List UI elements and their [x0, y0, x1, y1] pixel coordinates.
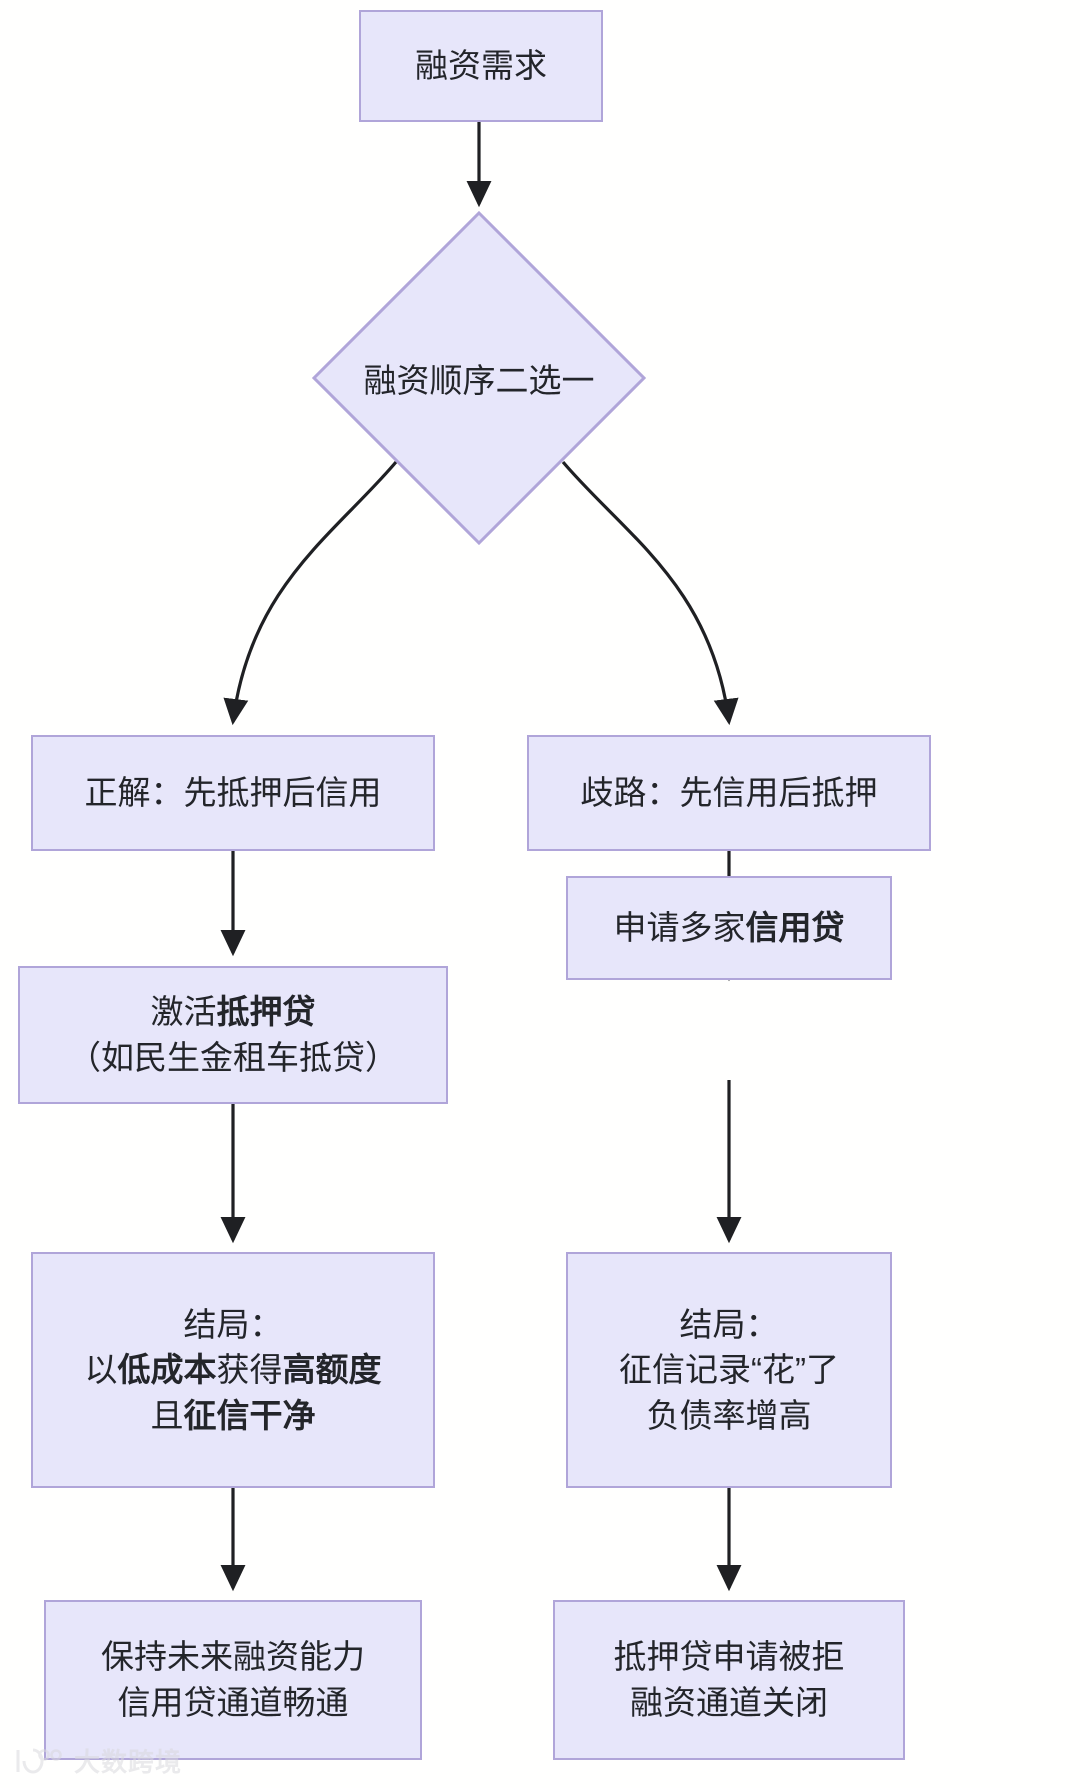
- node-left-3-line-2: 以低成本获得高额度: [85, 1347, 382, 1393]
- node-left-4-line-1: 保持未来融资能力: [101, 1638, 365, 1676]
- node-right-2[interactable]: 申请多家信用贷: [566, 876, 892, 980]
- node-left-3-line-2-a: 以: [84, 1351, 118, 1389]
- node-right-1[interactable]: 歧路：先信用后抵押: [527, 735, 931, 851]
- node-left-3-line-3-emphasis: 征信干净: [183, 1396, 316, 1434]
- watermark: 大数跨境: [14, 1742, 182, 1779]
- node-right-3-line-1: 结局：: [679, 1305, 779, 1343]
- node-left-3-line-1: 结局：: [183, 1305, 283, 1343]
- node-right-2-line-1-emphasis: 信用贷: [745, 909, 845, 947]
- node-start-label: 融资需求: [415, 47, 547, 85]
- node-decision-label-wrap: 融资顺序二选一: [312, 211, 646, 545]
- node-left-4[interactable]: 保持未来融资能力 信用贷通道畅通: [44, 1600, 422, 1760]
- node-left-2[interactable]: 激活抵押贷 （如民生金租车抵贷）: [18, 966, 448, 1104]
- node-left-4-line-2: 信用贷通道畅通: [117, 1684, 349, 1721]
- watermark-text: 大数跨境: [74, 1747, 183, 1777]
- node-left-2-line-1-prefix: 激活: [150, 993, 217, 1031]
- node-left-3-line-3-a: 且: [150, 1396, 184, 1434]
- node-right-4-line-1: 抵押贷申请被拒: [613, 1638, 845, 1676]
- node-left-2-line-1-emphasis: 抵押贷: [216, 993, 316, 1031]
- node-decision[interactable]: 融资顺序二选一: [312, 211, 646, 545]
- node-left-2-line-2: （如民生金租车抵贷）: [68, 1039, 398, 1076]
- node-start[interactable]: 融资需求: [359, 10, 603, 122]
- node-left-1[interactable]: 正解：先抵押后信用: [31, 735, 435, 851]
- brand-logo-icon: [16, 1748, 62, 1773]
- node-left-3-line-2-b: 获得: [216, 1351, 283, 1389]
- node-right-4-line-2: 融资通道关闭: [630, 1684, 828, 1721]
- node-right-3-line-3: 负债率增高: [646, 1396, 812, 1434]
- node-left-1-label: 正解：先抵押后信用: [84, 774, 382, 812]
- decision-diamond-shape: [312, 211, 646, 545]
- node-right-3-line-2: 征信记录“花”了: [619, 1351, 839, 1389]
- node-right-2-line-1: 申请多家信用贷: [614, 905, 845, 951]
- node-decision-label: 融资顺序二选一: [363, 362, 595, 399]
- node-left-3-line-3: 且征信干净: [151, 1393, 316, 1439]
- node-left-2-line-1: 激活抵押贷: [151, 989, 316, 1035]
- node-right-3[interactable]: 结局： 征信记录“花”了 负债率增高: [566, 1252, 892, 1488]
- node-right-1-label: 歧路：先信用后抵押: [580, 774, 878, 812]
- node-left-3[interactable]: 结局： 以低成本获得高额度 且征信干净: [31, 1252, 435, 1488]
- node-right-4[interactable]: 抵押贷申请被拒 融资通道关闭: [553, 1600, 905, 1760]
- node-left-3-line-2-emphasis-b: 高额度: [282, 1351, 382, 1389]
- node-right-2-line-1-prefix: 申请多家: [613, 909, 746, 947]
- node-left-3-line-2-emphasis-a: 低成本: [117, 1351, 217, 1389]
